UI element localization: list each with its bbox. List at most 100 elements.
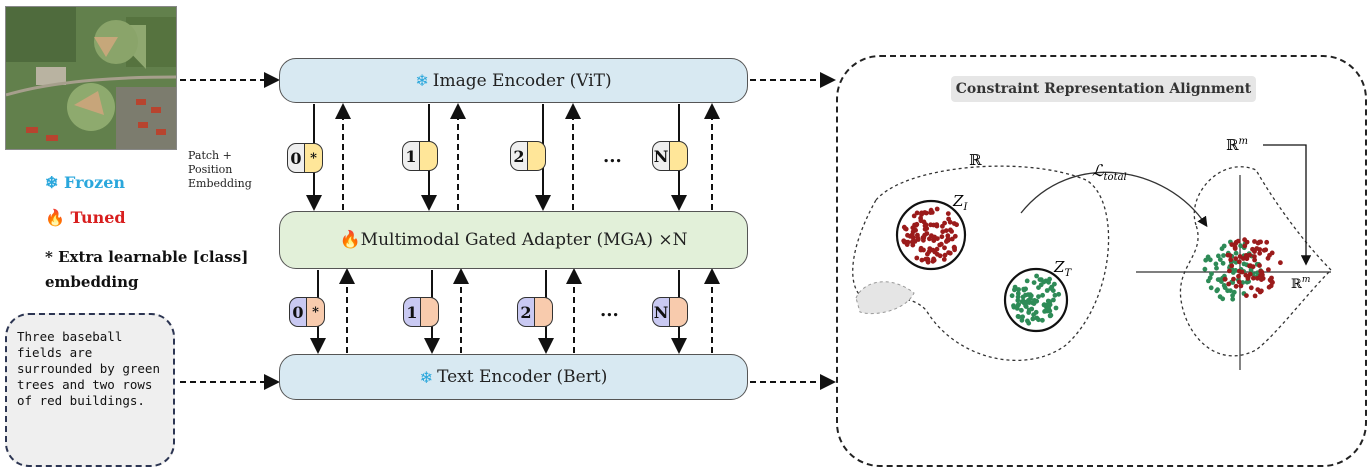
- token-ellipsis: ...: [603, 146, 622, 167]
- z-image-cluster: [895, 199, 967, 271]
- embedding-point: [1205, 254, 1211, 260]
- snowflake-icon: ❄: [415, 71, 429, 90]
- embedding-point: [928, 207, 934, 213]
- embedding-point: [1248, 285, 1254, 291]
- embedding-point: [1044, 288, 1050, 293]
- embedding-point: [945, 236, 951, 242]
- embedding-point: [942, 252, 948, 258]
- embedding-point: [919, 257, 925, 263]
- embedding-point: [1219, 279, 1224, 284]
- embedding-point: [1046, 279, 1051, 285]
- embedding-point: [1233, 250, 1239, 256]
- embedding-point: [1265, 255, 1271, 261]
- embedding-point: [930, 247, 936, 253]
- image-encoder: ❄ Image Encoder (ViT): [279, 58, 748, 103]
- embedding-point: [1206, 278, 1211, 284]
- z-image-label: ZI: [952, 192, 968, 213]
- embedding-point: [1236, 279, 1242, 285]
- snowflake-icon: ❄: [419, 367, 434, 387]
- embedding-point: [1259, 288, 1264, 294]
- embedding-point: [1053, 305, 1059, 311]
- embedding-point: [1051, 297, 1056, 303]
- text-encoder: ❄ Text Encoder (Bert): [279, 354, 748, 400]
- token-index: 0: [287, 143, 305, 173]
- embedding-point: [1233, 283, 1239, 289]
- embedding-point: [1251, 275, 1256, 281]
- embedding-point: [1238, 283, 1244, 289]
- embedding-point: [946, 216, 951, 222]
- embedding-point: [1259, 277, 1264, 282]
- embedding-point: [951, 244, 957, 250]
- embedding-point: [1225, 288, 1230, 294]
- embedding-point: [1255, 287, 1261, 292]
- embedding-point: [1229, 242, 1235, 248]
- embedding-point: [1236, 259, 1242, 265]
- embedding-point: [909, 232, 915, 238]
- legend-tuned-label: Tuned: [70, 208, 126, 227]
- class-embedding-mark: *: [305, 143, 323, 173]
- embedding-point: [1252, 254, 1257, 259]
- embedding-point: [1221, 283, 1227, 288]
- embedding-point: [1034, 273, 1039, 279]
- embedding-point: [914, 210, 920, 216]
- space-r-label: ℝ: [969, 151, 982, 169]
- z-text-points: [1009, 273, 1062, 326]
- embedding-point: [1019, 307, 1024, 313]
- embedding-point: [1020, 314, 1025, 320]
- embedding-point: [1011, 303, 1016, 309]
- embedding-point: [1016, 314, 1022, 320]
- image-token-0: 0 *: [287, 143, 323, 173]
- embedding-point: [937, 253, 943, 259]
- embedding-point: [1034, 298, 1040, 304]
- embedding-point: [918, 247, 924, 253]
- embedding-point: [1047, 313, 1053, 318]
- embedding-point: [1221, 253, 1226, 258]
- embedding-point: [940, 229, 946, 235]
- embedding-point: [1266, 284, 1272, 290]
- embedding-point: [1244, 254, 1250, 260]
- embedding-point: [1232, 245, 1238, 250]
- loss-arrow: [1020, 171, 1208, 228]
- z-text-cluster: [1003, 267, 1069, 333]
- embedding-point: [934, 222, 940, 228]
- aerial-image: [5, 6, 177, 150]
- embedding-point: [1041, 279, 1047, 285]
- text-encoder-label: Text Encoder (Bert): [437, 367, 608, 387]
- embedding-point: [1244, 293, 1249, 298]
- embedding-point: [1021, 286, 1027, 292]
- token-index: 1: [402, 141, 420, 171]
- legend-frozen: ❄ Frozen: [45, 173, 125, 192]
- embedding-point: [1056, 291, 1062, 297]
- embedding-point: [1266, 267, 1271, 273]
- space-rm-region: [1179, 166, 1332, 357]
- patch-position-label: Patch + Position Embedding: [188, 149, 252, 190]
- embedding-point: [1278, 260, 1283, 266]
- embedding-point: [1244, 239, 1250, 245]
- notch-region: [855, 281, 915, 315]
- token-index: 2: [517, 297, 535, 327]
- image-token-2: 2: [510, 141, 546, 171]
- embedding-point: [1209, 271, 1214, 277]
- embedding-point: [1227, 268, 1232, 274]
- embedding-point: [926, 249, 932, 255]
- token-embedding: [670, 297, 688, 327]
- embedding-point: [1036, 294, 1041, 299]
- embedding-point: [1250, 246, 1255, 252]
- class-embedding-mark: *: [307, 297, 325, 327]
- embedding-point: [949, 236, 955, 242]
- embedding-point: [1040, 317, 1045, 323]
- embedding-point: [1036, 285, 1041, 290]
- embedding-point: [1255, 240, 1261, 246]
- embedding-point: [1264, 239, 1270, 245]
- embedding-point: [901, 238, 907, 244]
- image-token-1: 1: [402, 141, 438, 171]
- embedding-point: [1258, 268, 1264, 274]
- snowflake-icon: ❄: [45, 173, 59, 192]
- embedding-point: [1255, 275, 1260, 281]
- text-token-2: 2: [517, 297, 553, 327]
- embedding-point: [1014, 306, 1020, 311]
- image-encoder-label: Image Encoder (ViT): [432, 70, 612, 91]
- mga-label: Multimodal Gated Adapter (MGA) ×N: [360, 230, 688, 250]
- aligned-points: [1202, 237, 1283, 302]
- embedding-point: [931, 256, 936, 262]
